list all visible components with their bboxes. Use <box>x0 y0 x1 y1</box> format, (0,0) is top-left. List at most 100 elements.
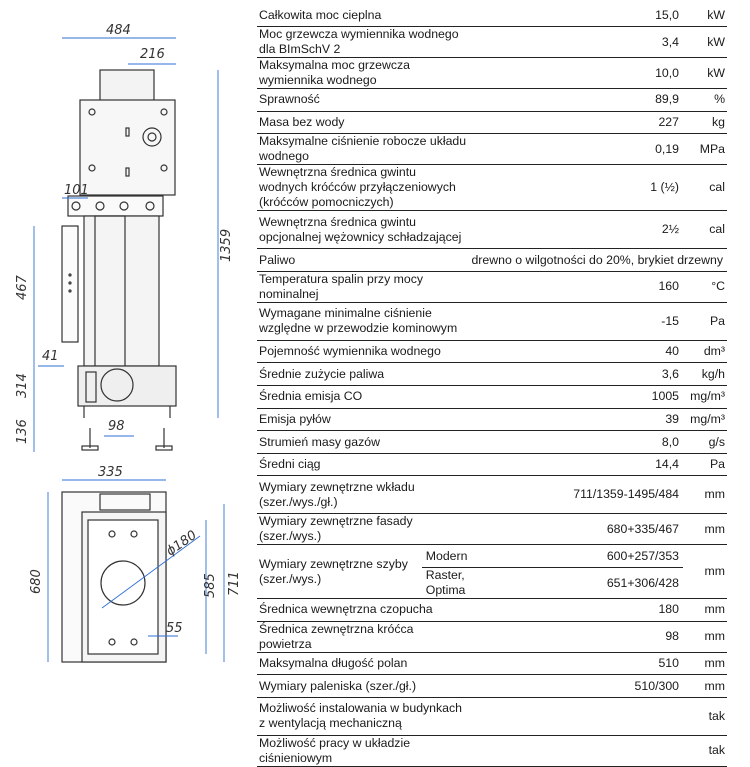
spec-value: 3,4 <box>469 26 683 59</box>
glass-variant-name: Modern <box>421 544 470 569</box>
spec-value: 15,0 <box>469 4 683 28</box>
spec-label: Średnica wewnętrzna czopucha <box>257 598 470 622</box>
spec-label: Wewnętrzna średnica gwintu wodnych króćc… <box>257 164 470 212</box>
spec-label: Paliwo <box>257 248 470 272</box>
spec-value: 160 <box>469 271 683 303</box>
spec-value: 0,19 <box>469 133 683 166</box>
dim-inner: 585 <box>203 573 218 598</box>
dim-width: 484 <box>106 23 131 38</box>
spec-label: Maksymalna długość polan <box>257 652 470 676</box>
spec-label: Moc grzewcza wymiennika wodnego dla BImS… <box>257 26 470 59</box>
spec-unit: kg <box>683 111 727 135</box>
spec-value: 8,0 <box>469 430 683 454</box>
spec-unit: tak <box>683 735 727 767</box>
spec-value: 14,4 <box>469 453 683 477</box>
front-dimension-text: 484 216 101 1359 467 41 314 136 98 <box>15 23 234 444</box>
dim-small: 41 <box>42 349 59 364</box>
spec-label: Średnie zużycie paliwa <box>257 362 470 387</box>
spec-value: 39 <box>469 408 683 432</box>
spec-row: Możliwość instalowania w budynkach z wen… <box>257 697 727 736</box>
spec-value: 711/1359-1495/484 <box>469 475 683 515</box>
spec-value: 1005 <box>469 385 683 409</box>
spec-label: Możliwość pracy w układzie ciśnieniowym <box>257 735 470 767</box>
top-view <box>61 491 167 663</box>
spec-label: Średnia emisja CO <box>257 385 470 409</box>
spec-value <box>469 697 683 736</box>
spec-label: Średni ciąg <box>257 453 470 477</box>
spec-value: 680+335/467 <box>469 513 683 546</box>
spec-value: 1 (½) <box>469 164 683 212</box>
spec-label: Pojemność wymiennika wodnego <box>257 340 470 364</box>
spec-unit: g/s <box>683 430 727 454</box>
spec-value: 180 <box>469 598 683 622</box>
spec-unit: kW <box>683 4 727 28</box>
spec-value: 510 <box>469 652 683 676</box>
dim-height: 1359 <box>219 229 234 262</box>
front-view <box>61 69 177 451</box>
spec-unit: mm <box>683 621 727 653</box>
spec-unit: Pa <box>683 453 727 477</box>
spec-unit: mm <box>683 544 727 600</box>
spec-unit: % <box>683 88 727 112</box>
spec-label: Wymiary zewnętrzne fasady (szer./wys.) <box>257 513 470 546</box>
spec-row: Maksymalne ciśnienie robocze układu wodn… <box>257 133 727 166</box>
technical-drawing: 484 216 101 1359 467 41 314 136 98 335 6… <box>15 23 242 663</box>
spec-label: Wewnętrzna średnica gwintu opcjonalnej w… <box>257 210 470 250</box>
spec-label: Całkowita moc cieplna <box>257 4 470 28</box>
spec-value: 10,0 <box>469 57 683 90</box>
dim-left-offset: 101 <box>64 183 89 198</box>
spec-label: Średnica zewnętrzna króćca powietrza <box>257 621 470 653</box>
spec-value <box>469 735 683 767</box>
spec-unit: kW <box>683 26 727 59</box>
glass-variant-name: Raster, Optima <box>421 567 470 600</box>
spec-unit: kW <box>683 57 727 90</box>
spec-unit: kg/h <box>683 362 727 387</box>
spec-unit: mg/m³ <box>683 408 727 432</box>
dim-door-height: 467 <box>15 274 30 300</box>
spec-row: Wewnętrzna średnica gwintu wodnych króćc… <box>257 164 727 212</box>
top-dimension-lines <box>47 479 225 662</box>
spec-label: Sprawność <box>257 88 470 112</box>
spec-row: Wymagane minimalne ciśnienie względne w … <box>257 302 727 341</box>
spec-unit: mm <box>683 513 727 546</box>
spec-label: Możliwość instalowania w budynkach z wen… <box>257 697 470 736</box>
dim-outer: 711 <box>227 571 242 596</box>
spec-value: 227 <box>469 111 683 135</box>
dim-spigot: 55 <box>166 621 183 636</box>
spec-row-glass: Wymiary zewnętrzne szyby (szer./wys.)Mod… <box>257 544 727 600</box>
spec-row: Możliwość pracy w układzie ciśnieniowym t… <box>257 735 727 767</box>
spec-value: -15 <box>469 302 683 341</box>
spec-unit: mm <box>683 598 727 622</box>
spec-value: drewno o wilgotności do 20%, brykiet drz… <box>469 248 727 272</box>
dim-top-depth: 680 <box>29 569 44 594</box>
spec-label: Maksymalne ciśnienie robocze układu wodn… <box>257 133 470 166</box>
spec-value: 40 <box>469 340 683 364</box>
spec-value: 89,9 <box>469 88 683 112</box>
dim-top-width: 335 <box>98 465 123 480</box>
dim-lower: 314 <box>15 373 30 398</box>
spec-unit: MPa <box>683 133 727 166</box>
spec-unit: dm³ <box>683 340 727 364</box>
spec-unit: tak <box>683 697 727 736</box>
front-dimension-lines <box>33 37 219 452</box>
spec-unit: mm <box>683 652 727 676</box>
spec-unit: mg/m³ <box>683 385 727 409</box>
glass-variant-value: 651+306/428 <box>469 567 683 600</box>
spec-label: Emisja pyłów <box>257 408 470 432</box>
